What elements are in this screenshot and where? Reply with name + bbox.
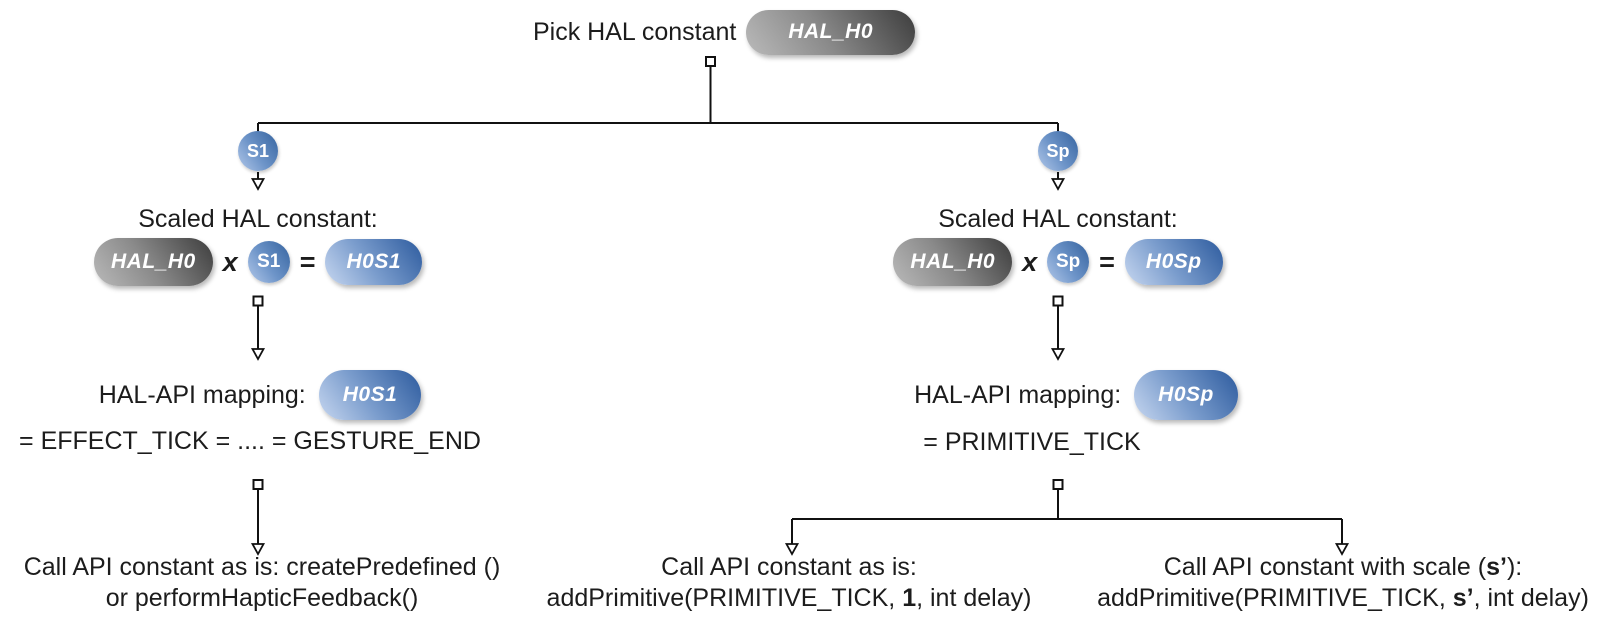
right-formula-scale-badge: Sp [1047, 241, 1090, 283]
junction-square-top [705, 56, 716, 67]
left-formula-hal-pill: HAL_H0 [93, 238, 213, 286]
left-action-line1: Call API constant as is: createPredefine… [23, 553, 501, 581]
left-mapping-row: HAL-API mapping: H0S1 [75, 369, 445, 421]
junction-square-right-bottom [1052, 479, 1064, 490]
bold-scale-one: 1 [902, 584, 917, 612]
right-formula-multiply: x [1022, 246, 1038, 277]
right-action-as-is-line1: Call API constant as is: [661, 553, 917, 581]
left-action-text: Call API constant as is: createPredefine… [2, 552, 522, 614]
left-formula-row: HAL_H0 x S1 = H0S1 [53, 236, 463, 288]
left-mapping-label: HAL-API mapping: [98, 380, 306, 409]
right-mapping-pill: H0Sp [1134, 370, 1238, 420]
right-scaled-title: Scaled HAL constant: [938, 205, 1178, 233]
right-formula-row: HAL_H0 x Sp = H0Sp [853, 236, 1263, 288]
scale-badge-sp: Sp [1038, 131, 1078, 171]
header-row: Pick HAL constant HAL_H0 [533, 9, 916, 55]
left-formula-result-pill: H0S1 [325, 239, 423, 285]
left-equivalence-text: = EFFECT_TICK = .... = GESTURE_END [19, 427, 481, 455]
right-action-scaled: Call API constant with scale (s’): addPr… [1086, 552, 1600, 614]
right-equivalence-text: = PRIMITIVE_TICK [923, 428, 1141, 456]
left-formula-scale-badge: S1 [247, 241, 290, 283]
bold-scale-sprime-2: s’ [1452, 584, 1474, 612]
hal-constant-pill: HAL_H0 [746, 9, 916, 55]
right-action-scaled-line1: Call API constant with scale (s’): [1163, 553, 1523, 581]
right-mapping-label: HAL-API mapping: [914, 380, 1122, 409]
scale-badge-s1: S1 [238, 131, 278, 171]
right-formula-result-pill: H0Sp [1124, 239, 1223, 285]
header-label: Pick HAL constant [533, 17, 737, 46]
junction-square-left-mid [252, 295, 264, 307]
junction-square-left-bottom [252, 479, 264, 490]
left-action-line2: or performHapticFeedback() [105, 584, 419, 612]
bold-scale-sprime-1: s’ [1486, 553, 1507, 581]
right-formula-hal-pill: HAL_H0 [893, 238, 1013, 286]
left-formula-multiply: x [222, 246, 238, 277]
right-action-as-is: Call API constant as is: addPrimitive(PR… [534, 552, 1044, 614]
right-formula-equals: = [1099, 246, 1115, 277]
arrowheads [250, 178, 1350, 556]
right-mapping-row: HAL-API mapping: H0Sp [876, 369, 1276, 421]
right-action-as-is-line2: addPrimitive(PRIMITIVE_TICK, 1, int dela… [546, 584, 1032, 612]
left-scaled-title: Scaled HAL constant: [138, 205, 378, 233]
junction-square-right-mid [1052, 295, 1064, 307]
left-formula-equals: = [299, 246, 316, 277]
right-action-scaled-line2: addPrimitive(PRIMITIVE_TICK, s’, int del… [1097, 584, 1589, 612]
left-mapping-pill: H0S1 [318, 370, 422, 420]
